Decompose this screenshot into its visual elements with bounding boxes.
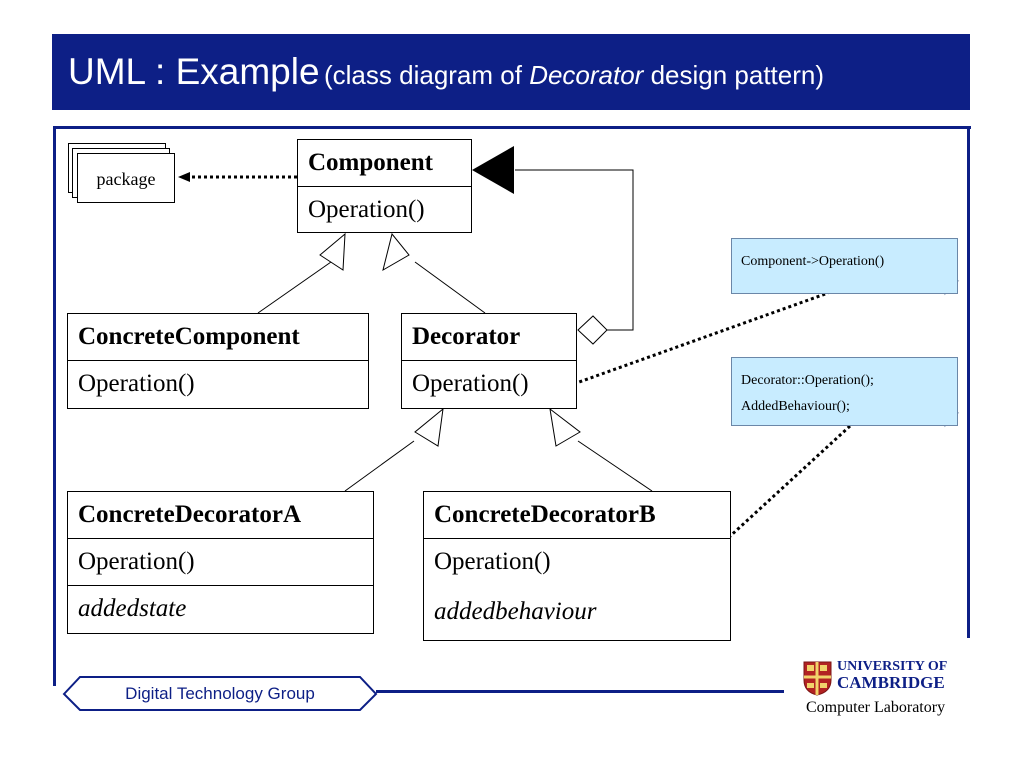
generalization-arrowhead bbox=[414, 407, 444, 447]
title-bar: UML : Example (class diagram of Decorato… bbox=[52, 34, 970, 110]
title-subtitle: (class diagram of Decorator design patte… bbox=[324, 60, 824, 90]
class-attribute: addedstate bbox=[68, 585, 373, 632]
package-box: package bbox=[77, 153, 175, 203]
footer-group-label: Digital Technology Group bbox=[125, 684, 315, 703]
university-name-line1: UNIVERSITY OF bbox=[837, 659, 948, 674]
class-component: Component Operation() bbox=[297, 139, 472, 233]
note-link bbox=[567, 291, 829, 388]
class-operation: Operation() bbox=[308, 196, 425, 223]
generalization-arrowhead bbox=[319, 232, 346, 271]
frame-top-border bbox=[53, 126, 971, 129]
footer-tab-shape bbox=[62, 676, 378, 711]
class-decorator: Decorator Operation() bbox=[401, 313, 577, 409]
generalization-line bbox=[257, 261, 332, 314]
class-concrete-component: ConcreteComponent Operation() bbox=[67, 313, 369, 409]
dependency-arrowhead bbox=[178, 172, 190, 182]
class-operation: Operation() bbox=[78, 370, 195, 397]
note-text-line1: Decorator::Operation(); bbox=[741, 373, 874, 388]
aggregation-line bbox=[515, 169, 634, 331]
subtitle-suffix: design pattern) bbox=[643, 60, 825, 90]
class-name: Decorator bbox=[402, 314, 576, 361]
note-component-operation: Component->Operation() bbox=[731, 238, 958, 294]
frame-bottom-border bbox=[376, 690, 784, 693]
note-decorator-operation: Decorator::Operation(); AddedBehaviour()… bbox=[731, 357, 958, 426]
note-text: Component->Operation() bbox=[741, 254, 885, 269]
class-concrete-decorator-b: ConcreteDecoratorB Operation() addedbeha… bbox=[423, 491, 731, 641]
generalization-arrowhead bbox=[382, 232, 410, 272]
package-label: package bbox=[96, 169, 156, 189]
generalization-line bbox=[414, 261, 486, 314]
generalization-line bbox=[344, 440, 415, 492]
generalization-line bbox=[577, 440, 653, 492]
lab-name: Computer Laboratory bbox=[806, 699, 946, 716]
class-name: ConcreteComponent bbox=[68, 314, 368, 361]
class-name: ConcreteDecoratorA bbox=[68, 492, 373, 539]
generalization-arrowhead bbox=[549, 407, 581, 447]
frame-left-border bbox=[53, 128, 56, 686]
subtitle-emphasis: Decorator bbox=[529, 60, 644, 90]
slide-title: UML : Example (class diagram of Decorato… bbox=[68, 51, 824, 93]
title-main: UML : Example bbox=[68, 51, 320, 92]
class-operation: Operation() bbox=[78, 548, 195, 575]
class-attribute: addedbehaviour bbox=[434, 598, 597, 625]
class-operation: Operation() bbox=[412, 370, 529, 397]
subtitle-prefix: (class diagram of bbox=[324, 60, 530, 90]
class-operation: Operation() bbox=[434, 548, 551, 575]
university-name-line2: CAMBRIDGE bbox=[837, 673, 945, 692]
frame-right-border bbox=[967, 126, 970, 638]
class-concrete-decorator-a: ConcreteDecoratorA Operation() addedstat… bbox=[67, 491, 374, 634]
footer-group-tab: Digital Technology Group bbox=[64, 677, 376, 710]
class-name: Component bbox=[298, 140, 471, 187]
aggregation-arrowhead bbox=[472, 146, 514, 194]
university-shield-icon bbox=[803, 661, 832, 696]
note-text-line2: AddedBehaviour(); bbox=[741, 399, 850, 414]
aggregation-diamond bbox=[577, 315, 608, 345]
class-name: ConcreteDecoratorB bbox=[424, 492, 730, 539]
